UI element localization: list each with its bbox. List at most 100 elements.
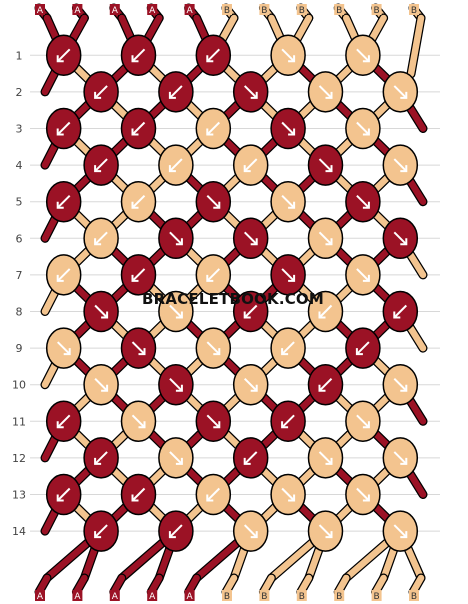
arrow-head	[362, 274, 370, 282]
knot	[232, 437, 269, 479]
knot	[83, 71, 119, 113]
arrow-down-left-icon	[206, 268, 221, 282]
arrow-head	[168, 91, 176, 99]
arrow-head	[131, 55, 139, 63]
thread-end-cap	[184, 590, 195, 601]
arrow-head	[318, 311, 326, 319]
knot	[83, 290, 119, 333]
knot	[270, 180, 306, 223]
knot	[270, 107, 306, 150]
thread-end-label: B	[261, 592, 267, 602]
arrow-down-left-icon	[131, 487, 146, 502]
arrow-head	[175, 384, 183, 392]
knot	[382, 71, 419, 113]
thread-end-label: B	[224, 592, 230, 602]
knot	[270, 327, 306, 369]
arrow-head	[63, 348, 71, 356]
arrow-head	[94, 165, 102, 173]
arrow-down-left-icon	[94, 158, 108, 172]
arrow-down-right-icon	[393, 451, 408, 465]
arrow-down-left-icon	[356, 341, 370, 355]
row-label: 14	[12, 525, 26, 538]
thread-end-label: B	[224, 6, 230, 16]
thread-strand	[35, 574, 51, 596]
arrow-down-left-icon	[206, 48, 221, 63]
arrow-down-left-icon	[56, 268, 71, 282]
arrow-down-right-icon	[318, 158, 333, 172]
arrow-head	[250, 238, 258, 246]
arrow-head	[56, 494, 64, 502]
knot	[158, 437, 194, 479]
knot	[232, 363, 269, 406]
thread-end-label: A	[74, 592, 81, 602]
arrow-down-right-icon	[206, 194, 221, 209]
knot	[195, 180, 232, 223]
thread-end-cap	[334, 4, 345, 15]
thread-end-label: B	[336, 6, 342, 16]
knot	[382, 510, 419, 552]
thread-strand	[147, 574, 163, 596]
knot	[45, 254, 82, 296]
arrow-head	[138, 421, 146, 429]
arrow-down-right-icon	[169, 231, 183, 246]
arrow-down-right-icon	[131, 341, 146, 355]
arrow-down-left-icon	[393, 304, 408, 319]
arrow-head	[175, 457, 183, 465]
thread-end-cap	[409, 4, 419, 15]
arrow-down-right-icon	[281, 121, 295, 136]
arrow-head	[56, 421, 64, 429]
knot	[195, 107, 232, 150]
arrow-head	[206, 128, 214, 136]
arrow-head	[400, 384, 408, 392]
knot	[83, 363, 119, 406]
arrow-head	[94, 238, 102, 246]
arrow-head	[393, 311, 401, 319]
arrow-down-right-icon	[94, 304, 108, 319]
arrow-head	[206, 494, 214, 502]
knot	[45, 400, 82, 443]
arrow-down-left-icon	[131, 194, 146, 209]
arrow-down-right-icon	[281, 268, 295, 282]
arrow-down-right-icon	[356, 48, 370, 63]
thread-end-cap	[35, 4, 45, 15]
thread-end-label: B	[299, 592, 305, 602]
knot	[382, 363, 419, 406]
thread-strand	[407, 14, 425, 78]
knot	[345, 327, 381, 369]
thread-end-label: A	[187, 592, 194, 602]
thread-end-label: A	[112, 592, 119, 602]
thread-end-cap	[147, 4, 158, 15]
arrow-down-left-icon	[131, 268, 146, 282]
arrow-down-right-icon	[169, 377, 183, 392]
arrow-head	[362, 201, 370, 209]
knot	[120, 327, 157, 369]
thread-end-cap	[184, 4, 195, 15]
arrow-head	[168, 531, 176, 539]
arrow-down-left-icon	[169, 524, 183, 538]
arrow-head	[288, 128, 296, 136]
arrow-down-left-icon	[206, 487, 221, 502]
arrow-head	[56, 274, 64, 282]
knot	[232, 71, 269, 113]
knot	[270, 254, 306, 296]
arrow-head	[281, 348, 289, 356]
arrow-down-right-icon	[243, 377, 258, 392]
thread-end-label: B	[374, 6, 380, 16]
arrow-down-right-icon	[356, 487, 370, 502]
arrow-head	[56, 55, 64, 63]
arrow-head	[288, 55, 296, 63]
arrow-head	[318, 384, 326, 392]
knot	[120, 400, 157, 443]
knot	[158, 290, 194, 333]
knot	[307, 144, 344, 186]
arrow-head	[206, 274, 214, 282]
row-label: 8	[16, 306, 23, 319]
thread-end-label: A	[74, 6, 81, 16]
thread-end-cap	[296, 4, 307, 15]
arrow-head	[325, 91, 333, 99]
arrow-head	[400, 165, 408, 173]
knot	[195, 34, 232, 77]
thread-end-cap	[409, 590, 419, 601]
knot	[382, 437, 419, 479]
knot	[158, 144, 194, 186]
